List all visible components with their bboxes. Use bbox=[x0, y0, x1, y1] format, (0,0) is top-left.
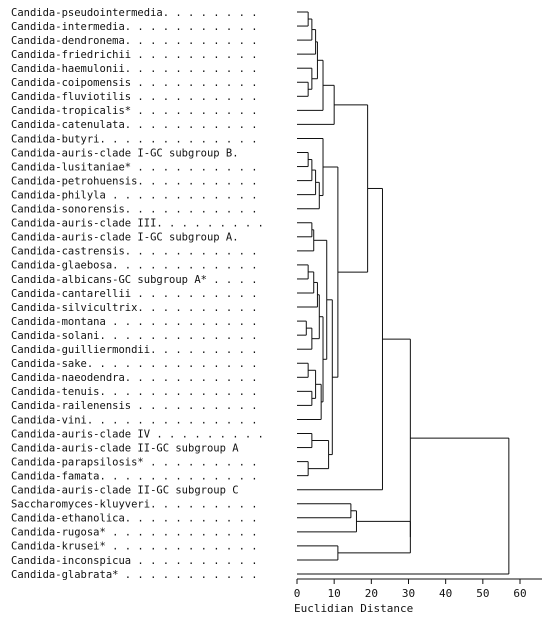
leaf-label: Candida-tenuis. . . . . . . . . . . . . bbox=[11, 386, 258, 398]
leaf-label: Candida-auris-clade II-GC subgroup C bbox=[11, 485, 239, 497]
tick-label: 0 bbox=[294, 587, 301, 600]
leaf-label: Candida-dendronema. . . . . . . . . . . bbox=[11, 35, 258, 47]
leaf-labels: Candida-pseudointermedia. . . . . . . . C… bbox=[11, 7, 264, 581]
leaf-label: Candida-coipomensis . . . . . . . . . . bbox=[11, 77, 258, 89]
leaf-label: Candida-haemulonii. . . . . . . . . . . bbox=[11, 63, 258, 75]
leaf-label: Candida-railenensis . . . . . . . . . . bbox=[11, 400, 258, 412]
leaf-label: Candida-castrensis. . . . . . . . . . . bbox=[11, 246, 258, 258]
leaf-label: Candida-auris-clade III. . . . . . . . . bbox=[11, 218, 264, 230]
leaf-label: Candida-krusei* . . . . . . . . . . . . bbox=[11, 541, 258, 553]
axis-ticks: 0 10 20 30 40 50 60 bbox=[294, 579, 527, 600]
leaf-label: Candida-inconspicua . . . . . . . . . . bbox=[11, 555, 258, 567]
tick-label: 40 bbox=[439, 587, 452, 600]
leaf-label: Candida-butyri. . . . . . . . . . . . . bbox=[11, 133, 258, 145]
leaf-label: Candida-montana . . . . . . . . . . . . bbox=[11, 316, 258, 328]
leaf-label: Candida-silvicultrix. . . . . . . . . . bbox=[11, 302, 258, 314]
tick-label: 10 bbox=[328, 587, 341, 600]
leaf-label: Candida-pseudointermedia. . . . . . . . bbox=[11, 7, 258, 19]
leaf-label: Candida-sake. . . . . . . . . . . . . . bbox=[11, 358, 258, 370]
leaf-label: Candida-intermedia. . . . . . . . . . . bbox=[11, 21, 258, 33]
leaf-label: Saccharomyces-kluyveri. . . . . . . . . bbox=[11, 499, 258, 511]
leaf-label: Candida-naeodendra. . . . . . . . . . . bbox=[11, 372, 258, 384]
leaf-label: Candida-parapsilosis* . . . . . . . . . bbox=[11, 456, 258, 468]
leaf-label: Candida-albicans-GC subgroup A* . . . . bbox=[11, 274, 258, 286]
leaf-label: Candida-philyla . . . . . . . . . . . . bbox=[11, 189, 258, 201]
leaf-label: Candida-ethanolica. . . . . . . . . . . bbox=[11, 513, 258, 525]
leaf-label: Candida-guilliermondii. . . . . . . . . bbox=[11, 344, 258, 356]
tick-label: 60 bbox=[513, 587, 526, 600]
leaf-label: Candida-tropicalis* . . . . . . . . . . bbox=[11, 105, 258, 117]
dendrogram-branches bbox=[297, 11, 510, 575]
leaf-label: Candida-petrohuensis. . . . . . . . . . bbox=[11, 175, 258, 187]
tick-label: 30 bbox=[402, 587, 415, 600]
axis-title: Euclidian Distance bbox=[294, 602, 413, 615]
leaf-label: Candida-auris-clade II-GC subgroup A bbox=[11, 442, 239, 454]
leaf-label: Candida-glaebosa. . . . . . . . . . . . bbox=[11, 260, 258, 272]
tick-label: 20 bbox=[365, 587, 378, 600]
leaf-label: Candida-fluviotilis . . . . . . . . . . bbox=[11, 91, 258, 103]
leaf-label: Candida-famata. . . . . . . . . . . . . bbox=[11, 470, 258, 482]
leaf-label: Candida-solani. . . . . . . . . . . . . bbox=[11, 330, 258, 342]
leaf-label: Candida-auris-clade IV . . . . . . . . . bbox=[11, 428, 264, 440]
leaf-label: Candida-auris-clade I-GC subgroup B. bbox=[11, 147, 239, 159]
leaf-label: Candida-catenulata. . . . . . . . . . . bbox=[11, 119, 258, 131]
leaf-label: Candida-sonorensis. . . . . . . . . . . bbox=[11, 204, 258, 216]
leaf-label: Candida-friedrichii . . . . . . . . . . bbox=[11, 49, 258, 61]
leaf-label: Candida-lusitaniae* . . . . . . . . . . bbox=[11, 161, 258, 173]
leaf-label: Candida-cantarellii . . . . . . . . . . bbox=[11, 288, 258, 300]
distance-axis: 0 10 20 30 40 50 60 Euclidian Distance bbox=[294, 578, 542, 615]
leaf-label: Candida-rugosa* . . . . . . . . . . . . bbox=[11, 527, 258, 539]
tick-label: 50 bbox=[476, 587, 489, 600]
leaf-label: Candida-auris-clade I-GC subgroup A. bbox=[11, 232, 239, 244]
leaf-label: Candida-vini. . . . . . . . . . . . . . bbox=[11, 414, 258, 426]
leaf-label: Candida-glabrata* . . . . . . . . . . . bbox=[11, 569, 258, 581]
